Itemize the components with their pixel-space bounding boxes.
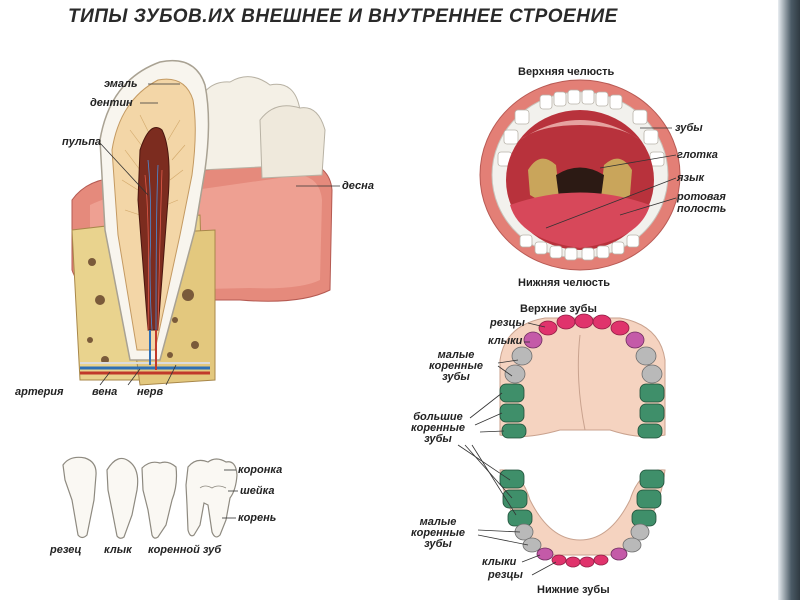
label-upper-jaw: Верхняя челюсть [518,66,615,78]
label-nerve: нерв [137,386,164,398]
label-premolars-1: малые [437,349,475,361]
label-crown: коронка [238,464,283,476]
label-teeth: зубы [675,122,703,134]
label-molars-3: зубы [424,433,452,445]
label-enamel: эмаль [104,78,138,90]
label-dentin: дентин [90,97,133,109]
label-incisor: резец [50,544,82,556]
label-lower-premolars-1: малые [419,516,457,528]
label-lower-premolars-3: зубы [424,538,452,550]
label-lower-premolars-2: коренные [411,527,465,539]
label-upper-canines: клыки [488,335,523,347]
label-upper-teeth: Верхние зубы [520,303,597,315]
label-premolars-3: зубы [442,371,470,383]
label-molars-2: коренные [411,422,465,434]
label-neck: шейка [240,485,275,497]
label-vein: вена [92,386,118,398]
label-root: корень [238,512,277,524]
label-upper-incisors: резцы [490,317,525,329]
label-oral-cavity-1: ротовая [677,191,726,203]
label-premolars-2: коренные [429,360,483,372]
label-lower-canines: клыки [482,556,517,568]
label-lower-incisors: резцы [488,569,523,581]
label-pulp: пульпа [62,136,102,148]
label-canine: клык [104,544,132,556]
label-molars-1: большие [413,411,463,423]
label-lower-teeth: Нижние зубы [537,584,610,596]
label-tongue: язык [677,172,705,184]
page-title: ТИПЫ ЗУБОВ.ИХ ВНЕШНЕЕ И ВНУТРЕННЕЕ СТРОЕ… [68,6,618,27]
label-lower-jaw: Нижняя челюсть [518,277,611,289]
label-oral-cavity-2: полость [677,203,727,215]
label-gum: десна [342,180,374,192]
label-molar: коренной зуб [148,544,222,556]
slide-edge-bar [778,0,800,600]
label-pharynx: глотка [677,149,718,161]
label-artery: артерия [15,386,64,398]
